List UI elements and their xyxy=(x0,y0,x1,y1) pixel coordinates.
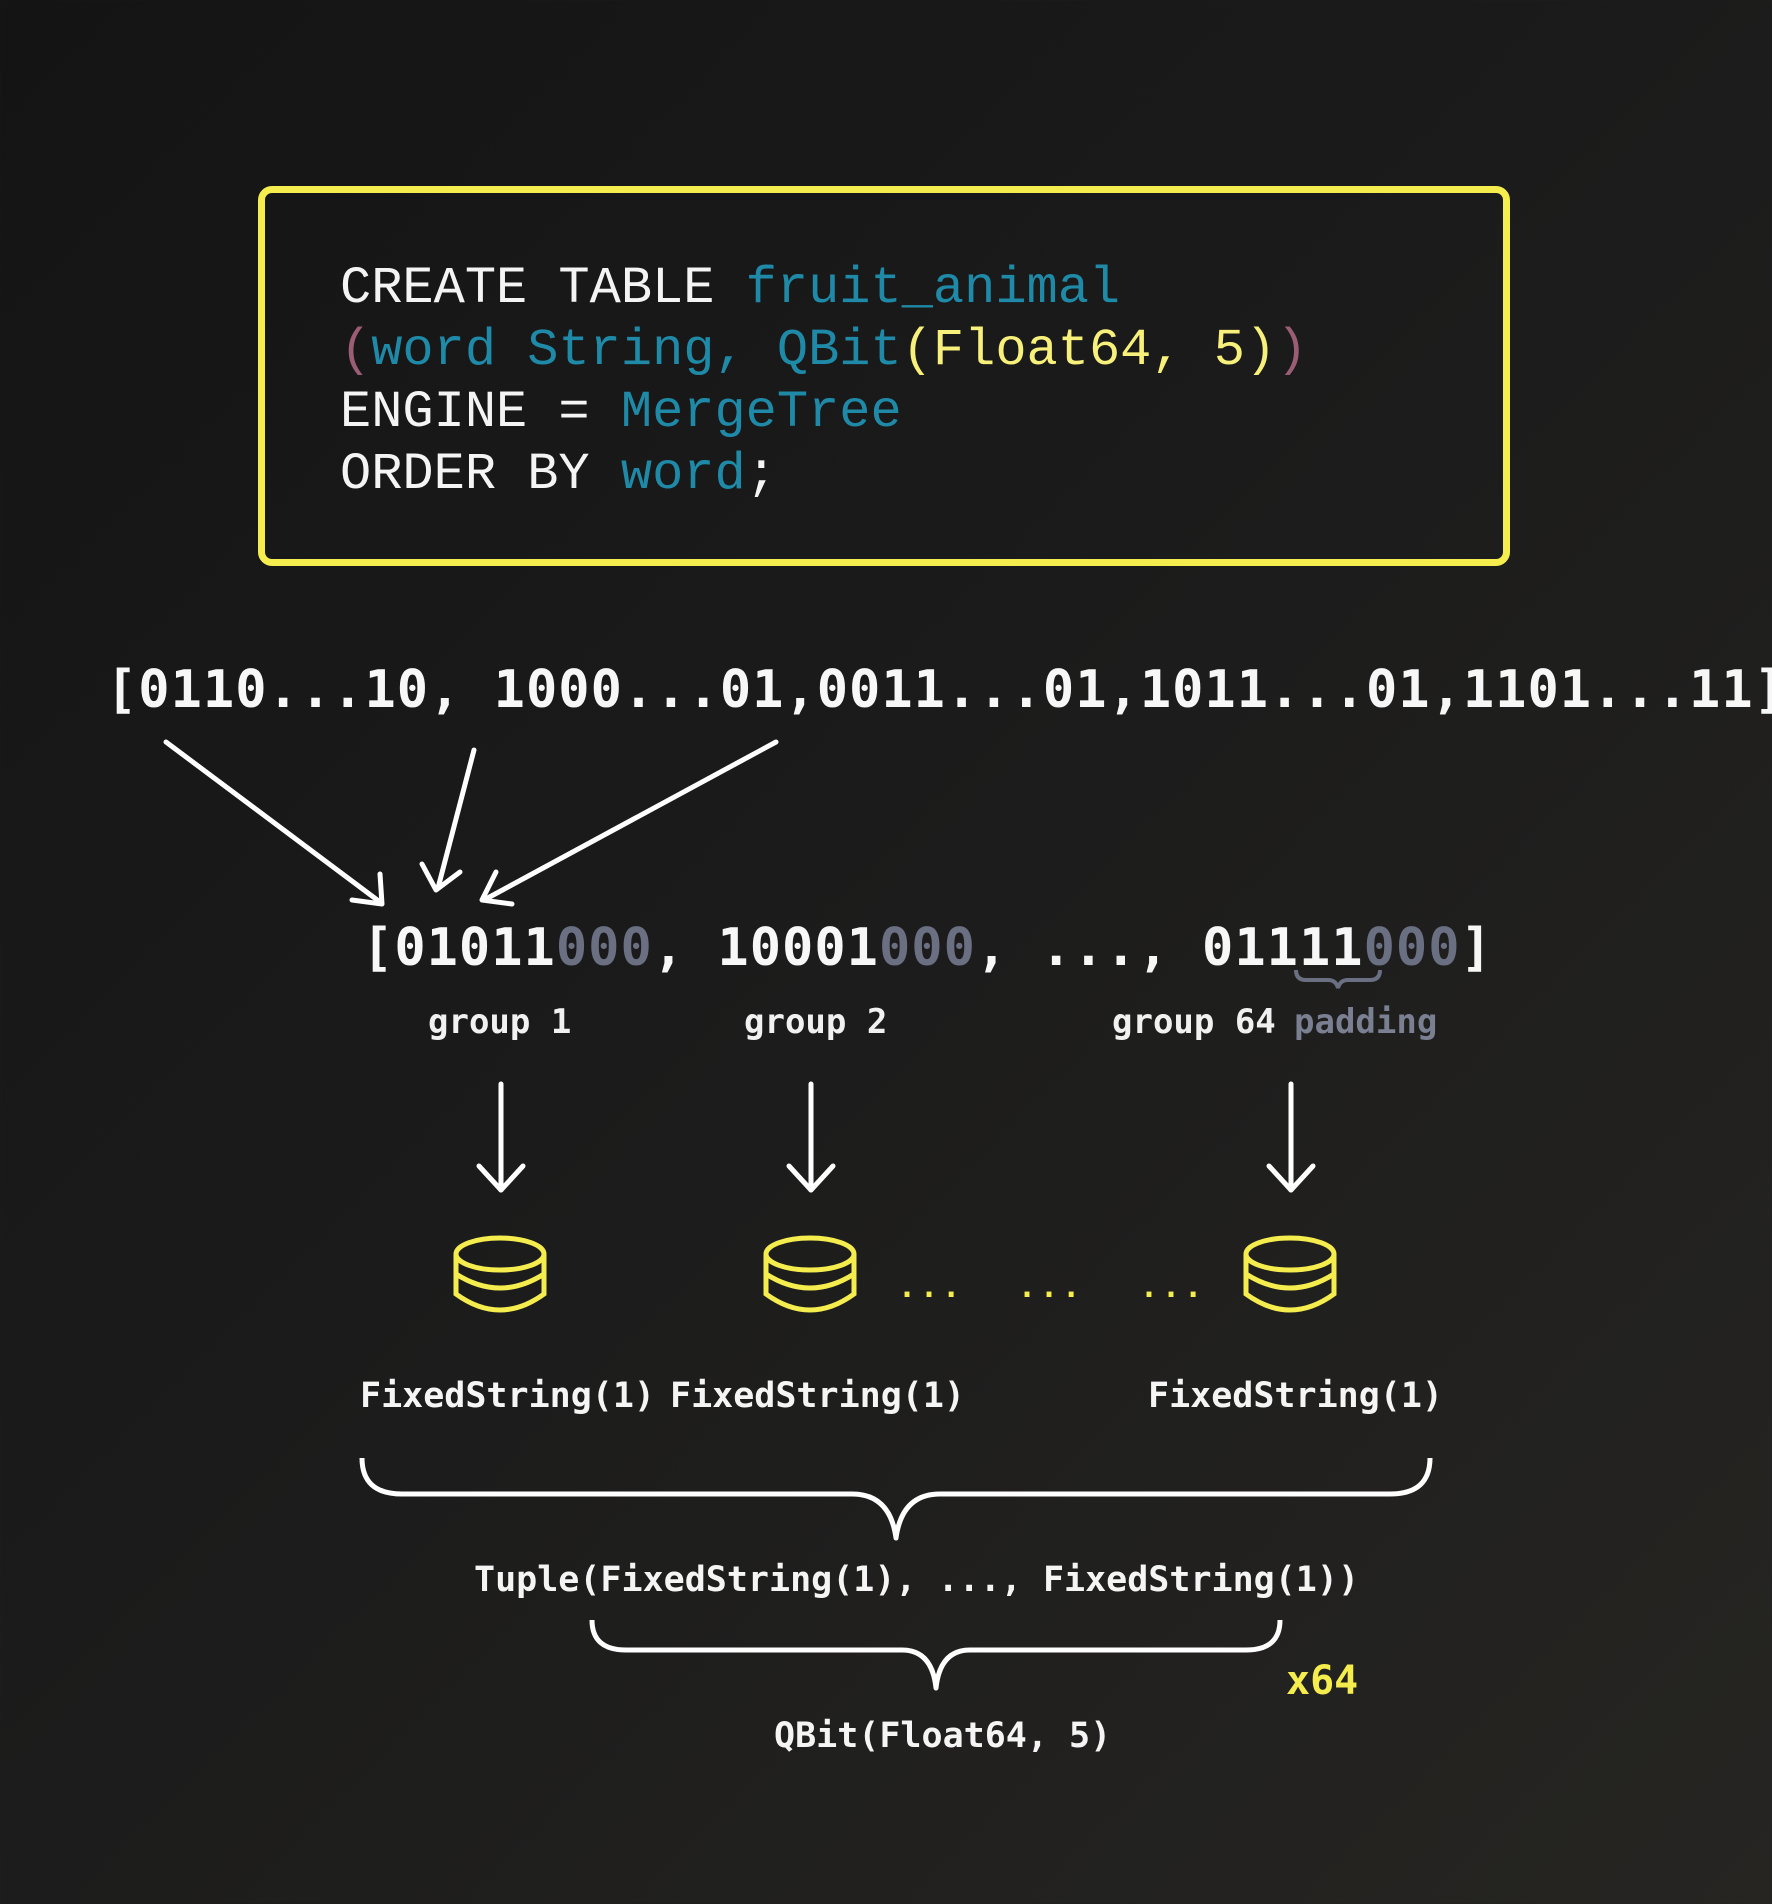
group-1-label: group 1 xyxy=(428,1002,572,1042)
float-vector-bits: [0110...10, 1000...01,0011...01,1011...0… xyxy=(106,660,1772,720)
code-line-4: ORDER BY word; xyxy=(340,444,777,506)
group-2-label: group 2 xyxy=(744,1002,888,1042)
order-keyword: ORDER BY xyxy=(340,445,621,504)
arrow-icon xyxy=(349,871,385,907)
multiplier-label: x64 xyxy=(1286,1658,1359,1704)
arrow-icon xyxy=(1266,1163,1316,1193)
bracket-close: ] xyxy=(1460,918,1493,978)
group2-bits: 10001 xyxy=(717,918,879,978)
arrow-icon xyxy=(476,1163,526,1193)
separator: , xyxy=(652,918,718,978)
group1-bits: 01011 xyxy=(394,918,556,978)
separator: , ..., xyxy=(975,918,1203,978)
open-paren: ( xyxy=(340,321,372,380)
curly-brace-icon xyxy=(1294,969,1382,989)
close-paren: ) xyxy=(1276,321,1308,380)
ellipsis: ... xyxy=(1018,1270,1085,1305)
arrow-icon xyxy=(419,861,463,893)
code-line-1: CREATE TABLE fruit_animal xyxy=(340,258,1120,320)
group-64-label: group 64 xyxy=(1112,1002,1276,1042)
semicolon: ; xyxy=(745,445,777,504)
arrow-icon xyxy=(435,747,477,891)
fixedstring-label-2: FixedString(1) xyxy=(670,1376,966,1416)
arrow-icon xyxy=(163,739,383,905)
database-icon xyxy=(763,1235,857,1313)
arrow-icon xyxy=(786,1163,836,1193)
table-name: fruit_animal xyxy=(745,259,1121,318)
engine-keyword: ENGINE = xyxy=(340,383,621,442)
grouped-bits: [01011000, 10001000, ..., 01111000] xyxy=(362,918,1493,978)
database-icon xyxy=(1243,1235,1337,1313)
group1-padding: 000 xyxy=(555,918,653,978)
fixedstring-label-64: FixedString(1) xyxy=(1148,1376,1444,1416)
code-line-2: (word String, QBit(Float64, 5)) xyxy=(340,320,1307,382)
arrow-icon xyxy=(481,739,779,903)
ellipsis: ... xyxy=(1140,1270,1207,1305)
bracket-open: [ xyxy=(362,918,395,978)
order-column: word xyxy=(620,445,746,504)
arrow-icon xyxy=(479,869,515,907)
engine-name: MergeTree xyxy=(620,383,902,442)
group64-padding: 000 xyxy=(1363,918,1461,978)
code-box xyxy=(258,186,1510,566)
tuple-label: Tuple(FixedString(1), ..., FixedString(1… xyxy=(474,1560,1360,1600)
curly-brace-icon xyxy=(359,1457,1433,1541)
padding-label: padding xyxy=(1294,1002,1438,1042)
curly-brace-icon xyxy=(589,1619,1283,1691)
code-keyword: CREATE TABLE xyxy=(340,259,746,318)
group64-bits: 01111 xyxy=(1202,918,1364,978)
ellipsis: ... xyxy=(898,1270,965,1305)
code-line-3: ENGINE = MergeTree xyxy=(340,382,902,444)
group2-padding: 000 xyxy=(878,918,976,978)
database-icon xyxy=(453,1235,547,1313)
qbit-label: QBit(Float64, 5) xyxy=(774,1716,1112,1756)
fixedstring-label-1: FixedString(1) xyxy=(360,1376,656,1416)
column-defs: word String, QBit xyxy=(371,321,902,380)
qbit-args: (Float64, 5) xyxy=(901,321,1277,380)
